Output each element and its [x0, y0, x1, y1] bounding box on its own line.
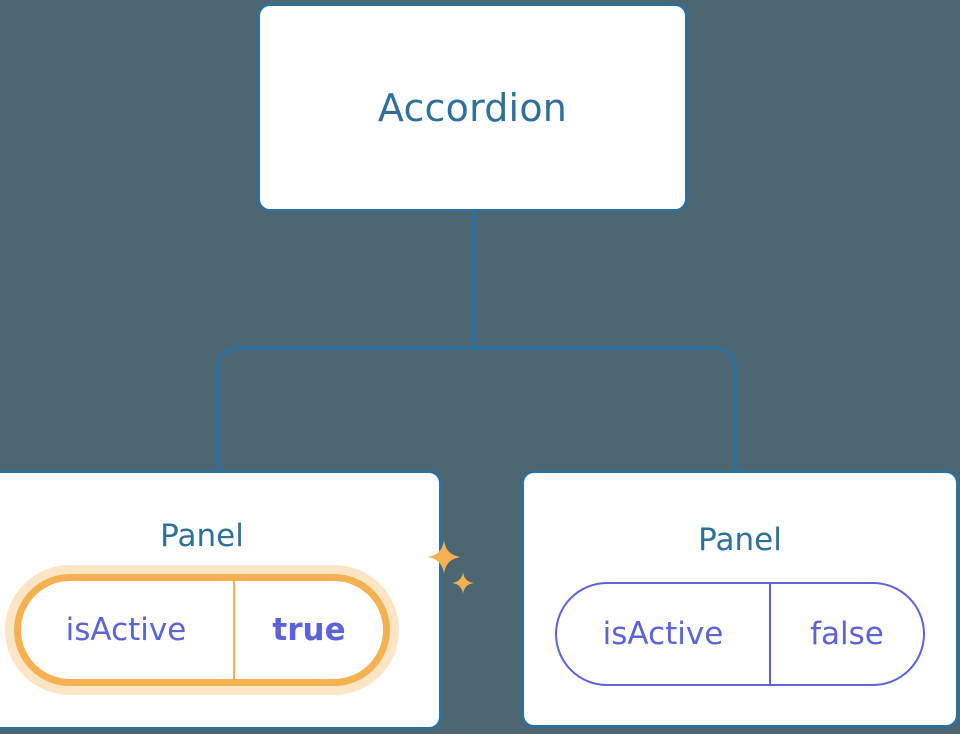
prop-key-label: isActive	[557, 584, 771, 684]
prop-key-label: isActive	[21, 581, 235, 679]
prop-pill-isactive-true[interactable]: isActive true	[14, 574, 390, 686]
prop-value-label: true	[272, 611, 346, 648]
node-panel-active[interactable]: Panel isActive true	[0, 470, 442, 730]
connector-branch-right	[474, 346, 737, 474]
prop-pill-isactive-false[interactable]: isActive false	[555, 582, 925, 686]
node-panel-active-label: Panel	[160, 518, 244, 554]
connector-branch-left	[216, 346, 474, 474]
node-accordion-label: Accordion	[377, 85, 568, 130]
node-panel-inactive-label: Panel	[698, 522, 782, 558]
node-panel-inactive[interactable]: Panel isActive false	[521, 470, 959, 728]
sparkle-small-icon	[452, 572, 474, 594]
prop-value-label: false	[810, 615, 884, 652]
node-accordion[interactable]: Accordion	[257, 3, 688, 212]
